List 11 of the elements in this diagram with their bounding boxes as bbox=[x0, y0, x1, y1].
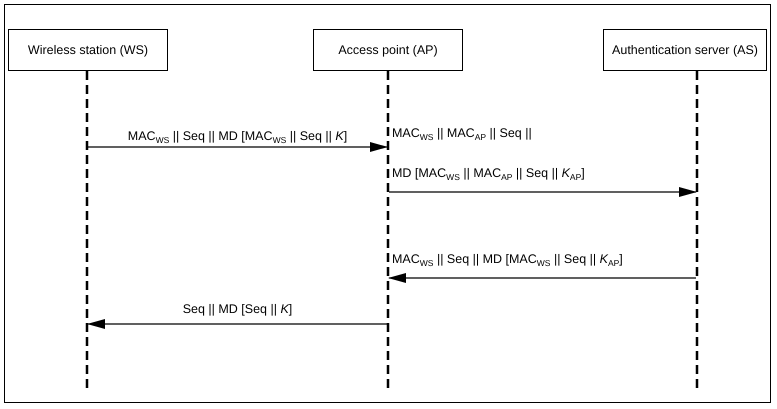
message-arrow bbox=[389, 187, 697, 197]
participant-box: Access point (AP) bbox=[313, 29, 463, 71]
message-label: Seq || MD [Seq || K] bbox=[182, 301, 294, 317]
message-label: MAC$_{WS}$ || Seq || MD [MAC$_{WS}$ || Seq || K] bbox=[126, 128, 348, 144]
message-label: MAC$_{WS}$ || MAC$_{AP}$ || Seq || MD [MAC$_{WS}$ || MAC$_{AP}$ || Seq || K$_{AP}$] bbox=[392, 125, 586, 184]
message-arrow bbox=[87, 319, 387, 329]
message-arrow bbox=[88, 142, 388, 152]
participant-box: Wireless station (WS) bbox=[8, 29, 168, 71]
message-label: MAC$_{WS}$ || Seq || MD [MAC$_{WS}$ || Seq || K$_{AP}$] bbox=[392, 251, 624, 267]
participant-box: Authentication server (AS) bbox=[603, 29, 767, 71]
message-arrow bbox=[388, 273, 696, 283]
